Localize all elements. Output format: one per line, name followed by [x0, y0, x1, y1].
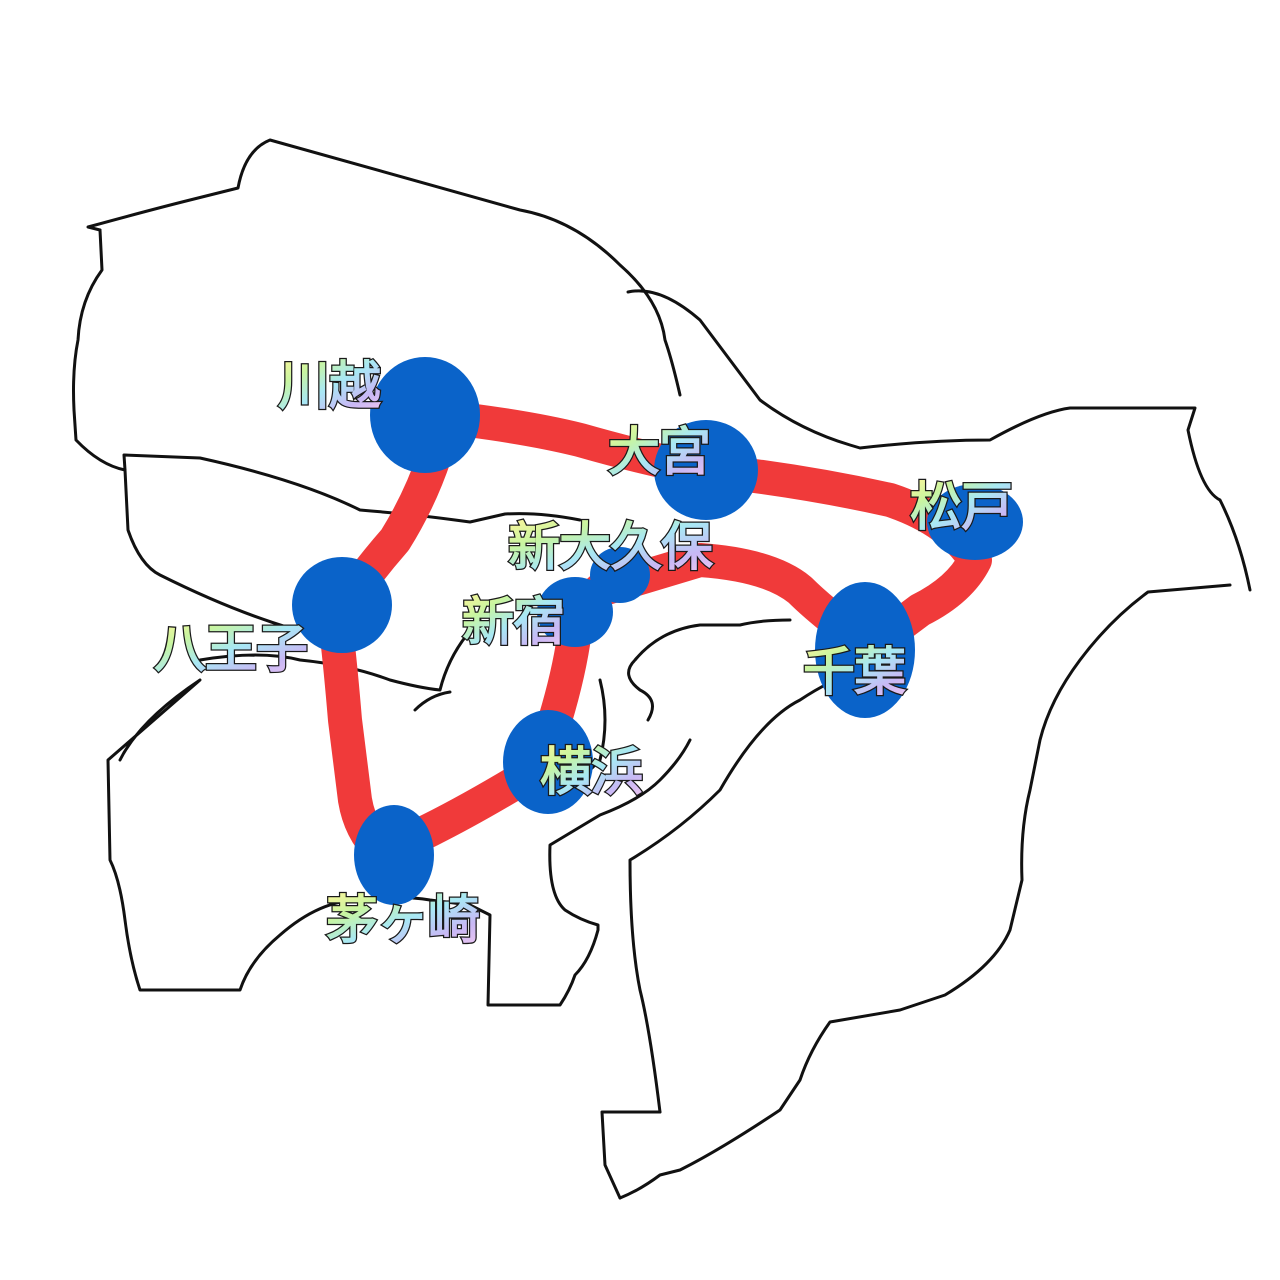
station-label-shin-okubo: 新大久保 — [508, 518, 714, 578]
border-saitama-tokyo — [122, 453, 582, 524]
border-miura — [468, 738, 692, 1007]
border-saitama-outline — [86, 138, 682, 397]
border-chiba-coast — [618, 583, 1232, 1200]
border-tama — [198, 618, 482, 692]
station-labels: 川越 大宮 松戸 新大久保 新宿 八王子 千葉 横浜 茅ヶ崎 — [153, 356, 1015, 953]
station-dot-chigasaki — [354, 805, 434, 905]
station-dots — [292, 357, 1023, 905]
station-label-shinjuku: 新宿 — [462, 593, 564, 653]
station-label-matsudo: 松戸 — [910, 478, 1012, 538]
border-chiba-tip — [600, 1110, 662, 1200]
border-tama-south — [413, 690, 452, 712]
station-dot-hachioji — [292, 557, 392, 653]
station-dot-omiya — [654, 420, 758, 520]
station-label-hachioji: 八王子 — [154, 620, 307, 680]
station-dot-matsudo — [927, 484, 1023, 560]
border-chiba-ibaraki — [626, 289, 1252, 592]
border-kanagawa-west — [106, 678, 472, 992]
station-dot-kawagoe — [370, 357, 480, 473]
border-tokyo-kanagawa — [627, 618, 792, 722]
station-label-chigasaki: 茅ヶ崎 — [326, 891, 479, 951]
station-label-yokohama: 横浜 — [540, 743, 642, 803]
border-tokyo-inner — [123, 468, 292, 630]
station-dot-yokohama — [503, 710, 593, 814]
station-label-kawagoe: 川越 — [278, 357, 382, 417]
station-label-chiba: 千葉 — [803, 643, 907, 703]
border-saitama-west — [72, 228, 127, 472]
station-dot-shin-okubo — [590, 547, 650, 603]
station-dot-chiba — [815, 582, 915, 718]
station-dot-shinjuku — [537, 577, 613, 647]
border-tokyo-bay-east — [628, 668, 862, 1114]
station-label-omiya: 大宮 — [608, 423, 710, 483]
